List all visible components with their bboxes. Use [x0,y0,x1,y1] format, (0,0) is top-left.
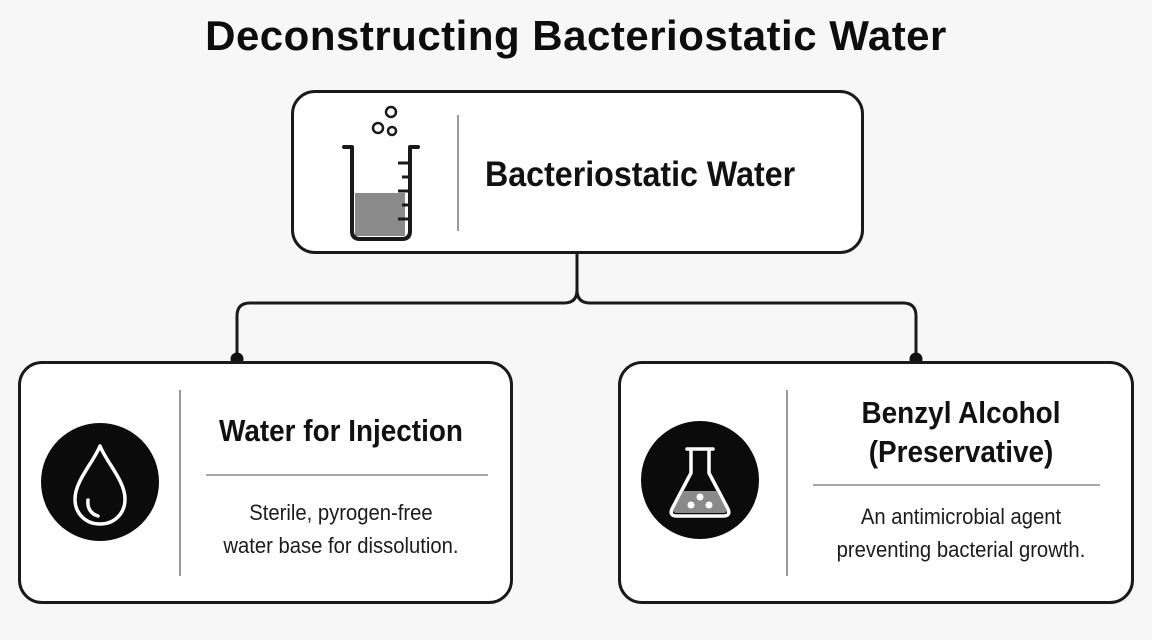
root-label: Bacteriostatic Water [485,155,796,194]
right-card-rule [813,484,1100,486]
benzyl-alcohol-card: Benzyl Alcohol (Preservative) An antimic… [618,361,1134,604]
beaker-icon [332,101,432,241]
water-for-injection-card: Water for Injection Sterile, pyrogen-fre… [18,361,513,604]
left-card-divider [179,390,181,576]
left-card-rule [206,474,488,476]
benzyl-alcohol-title: Benzyl Alcohol (Preservative) [801,394,1121,472]
water-drop-icon [41,423,159,541]
connector-right [575,253,918,358]
description-line: An antimicrobial agent [860,504,1062,529]
description-line: Sterile, pyrogen-free [249,500,433,525]
title-line: Benzyl Alcohol [861,395,1061,430]
benzyl-alcohol-description: An antimicrobial agent preventing bacter… [801,500,1121,566]
root-divider [457,115,459,231]
title-line: (Preservative) [868,433,1054,469]
description-line: water base for dissolution. [223,533,459,558]
water-for-injection-title: Water for Injection [219,413,463,448]
connector-left [235,253,579,358]
description-line: preventing bacterial growth. [836,537,1086,562]
root-card: Bacteriostatic Water [291,90,864,254]
page-title: Deconstructing Bacteriostatic Water [205,12,947,59]
flask-icon [641,421,759,539]
water-for-injection-description: Sterile, pyrogen-free water base for dis… [191,496,491,562]
right-card-divider [786,390,788,576]
